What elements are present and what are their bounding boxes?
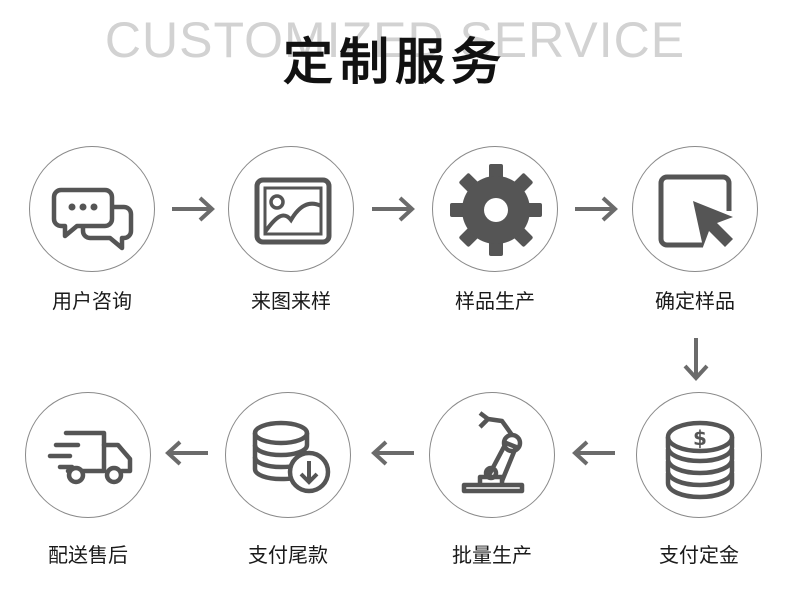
arrow-right-icon [372, 196, 415, 222]
step-circle-consult [29, 146, 155, 272]
step-circle-sample-image [228, 146, 354, 272]
chat-bubbles-icon [51, 187, 134, 251]
background-title: CUSTOMIZED SERVICE [104, 12, 686, 68]
arrow-left-icon [165, 440, 208, 466]
step-circle-delivery [25, 392, 151, 518]
page-title: 定制服务 [283, 33, 507, 91]
svg-text:$: $ [693, 426, 707, 450]
step-label-pay-balance: 支付尾款 [248, 543, 328, 567]
coin-stack-download-icon [252, 420, 331, 494]
cursor-select-icon [658, 174, 733, 248]
arrow-right-icon [172, 196, 215, 222]
step-circle-confirm-sample [632, 146, 758, 272]
dollar-coins-icon: $ [665, 420, 735, 500]
robot-arm-icon [461, 411, 525, 494]
step-label-pay-deposit: 支付定金 [659, 543, 739, 567]
step-circle-pay-balance [225, 392, 351, 518]
step-label-sample-image: 来图来样 [251, 289, 331, 313]
step-label-sample-production: 样品生产 [455, 289, 535, 313]
step-label-delivery: 配送售后 [48, 543, 128, 567]
step-circle-mass-production [429, 392, 555, 518]
gear-icon [450, 164, 542, 256]
arrow-down-icon [683, 338, 709, 381]
step-label-mass-production: 批量生产 [452, 543, 532, 567]
step-circle-sample-production [432, 146, 558, 272]
step-label-confirm-sample: 确定样品 [655, 289, 735, 313]
step-circle-pay-deposit: $ [636, 392, 762, 518]
arrow-right-icon [575, 196, 618, 222]
arrow-left-icon [371, 440, 414, 466]
step-label-consult: 用户咨询 [52, 289, 132, 313]
arrow-left-icon [572, 440, 615, 466]
image-icon [254, 177, 332, 245]
delivery-truck-icon [47, 430, 133, 485]
